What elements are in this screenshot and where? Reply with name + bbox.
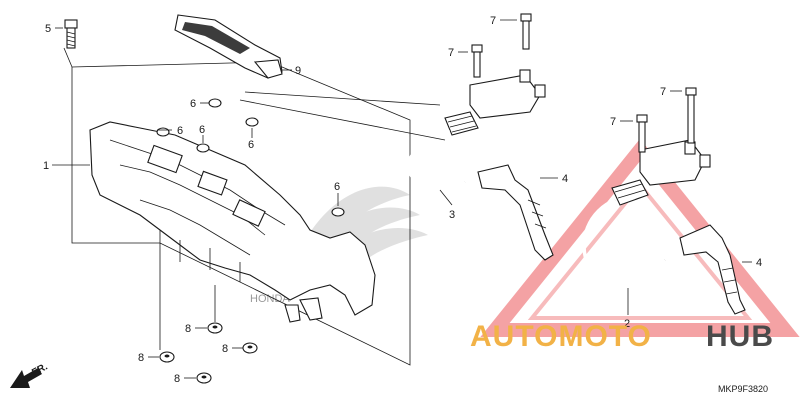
callout-labels: 5 1 9 6 6 6 6 6 7 7 7 7 4 4 3 2 8 8 8 8 … (43, 15, 762, 385)
callout-7d: 7 (610, 116, 616, 128)
callout-7a: 7 (490, 15, 496, 27)
watermark-hub: HUB (706, 320, 774, 353)
callout-6e: 6 (334, 181, 340, 193)
collars-6 (156, 98, 345, 217)
watermark-auto: AUTOMOTO (470, 320, 652, 353)
callout-9: 9 (295, 65, 301, 77)
plug-wire-2 (582, 198, 667, 288)
plug-cap-lower (679, 224, 746, 315)
callout-6b: 6 (177, 125, 183, 137)
top-cover (174, 14, 283, 79)
callout-8a: 8 (185, 323, 191, 335)
callout-2: 2 (624, 318, 630, 330)
bolts-7-lower (636, 87, 697, 153)
callout-4b: 4 (756, 257, 762, 269)
watermark-text: AUTOMOTO HUB (470, 320, 774, 353)
front-direction-arrow: FR. (10, 361, 50, 388)
ignition-coil-upper (444, 69, 546, 136)
bolt-5 (64, 19, 78, 49)
callout-1: 1 (43, 160, 49, 172)
callout-8d: 8 (174, 373, 180, 385)
bolts-7-upper (471, 13, 532, 78)
callout-6d: 6 (248, 139, 254, 151)
callout-7c: 7 (660, 86, 666, 98)
plug-wire-3 (407, 130, 466, 188)
callout-6a: 6 (190, 98, 196, 110)
callout-4a: 4 (562, 173, 568, 185)
grommets-8 (159, 322, 258, 384)
callout-7b: 7 (448, 47, 454, 59)
callout-5: 5 (45, 23, 51, 35)
callout-6c: 6 (199, 124, 205, 136)
fr-label: FR. (30, 361, 50, 378)
plug-cap-upper (477, 164, 554, 261)
callout-8c: 8 (222, 343, 228, 355)
leader-lines (52, 19, 752, 379)
callout-3: 3 (449, 209, 455, 221)
bracket-assembly (89, 121, 376, 323)
callout-8b: 8 (138, 352, 144, 364)
diagram-code: MKP9F3820 (718, 384, 768, 394)
